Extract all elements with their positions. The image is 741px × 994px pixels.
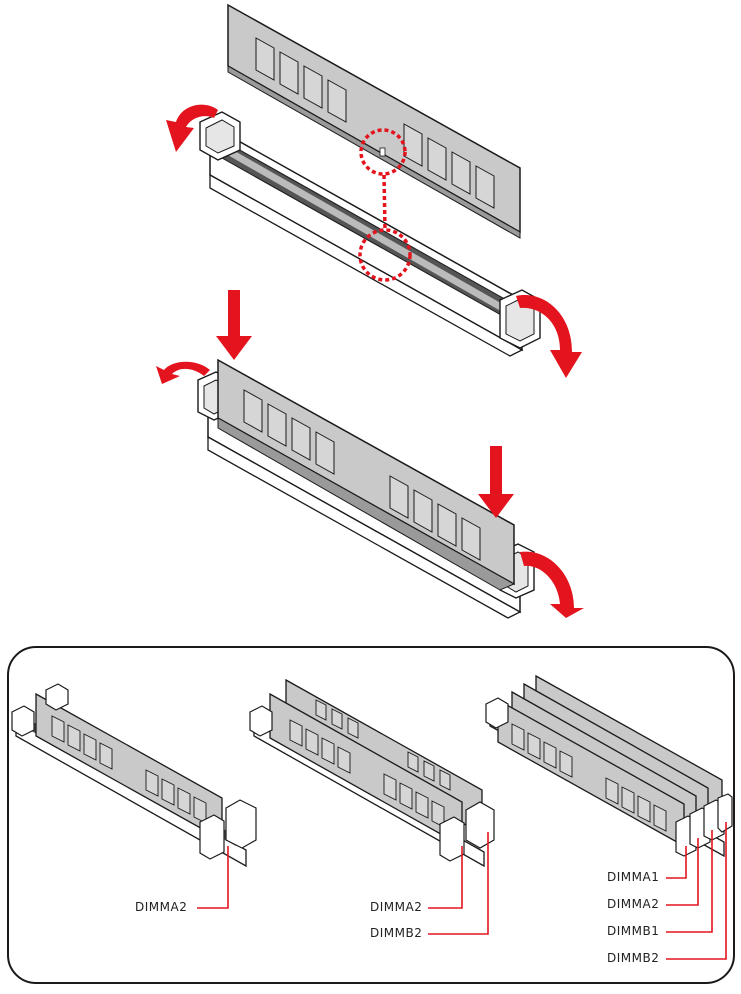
label-four-dimmb1: DIMMB1 bbox=[607, 924, 659, 938]
label-one-dimma2: DIMMA2 bbox=[135, 900, 187, 914]
label-four-dimma2: DIMMA2 bbox=[607, 897, 659, 911]
label-four-dimma1: DIMMA1 bbox=[607, 870, 659, 884]
label-two-dimma2: DIMMA2 bbox=[370, 900, 422, 914]
label-two-dimmb2: DIMMB2 bbox=[370, 926, 422, 940]
label-four-dimmb2: DIMMB2 bbox=[607, 951, 659, 965]
